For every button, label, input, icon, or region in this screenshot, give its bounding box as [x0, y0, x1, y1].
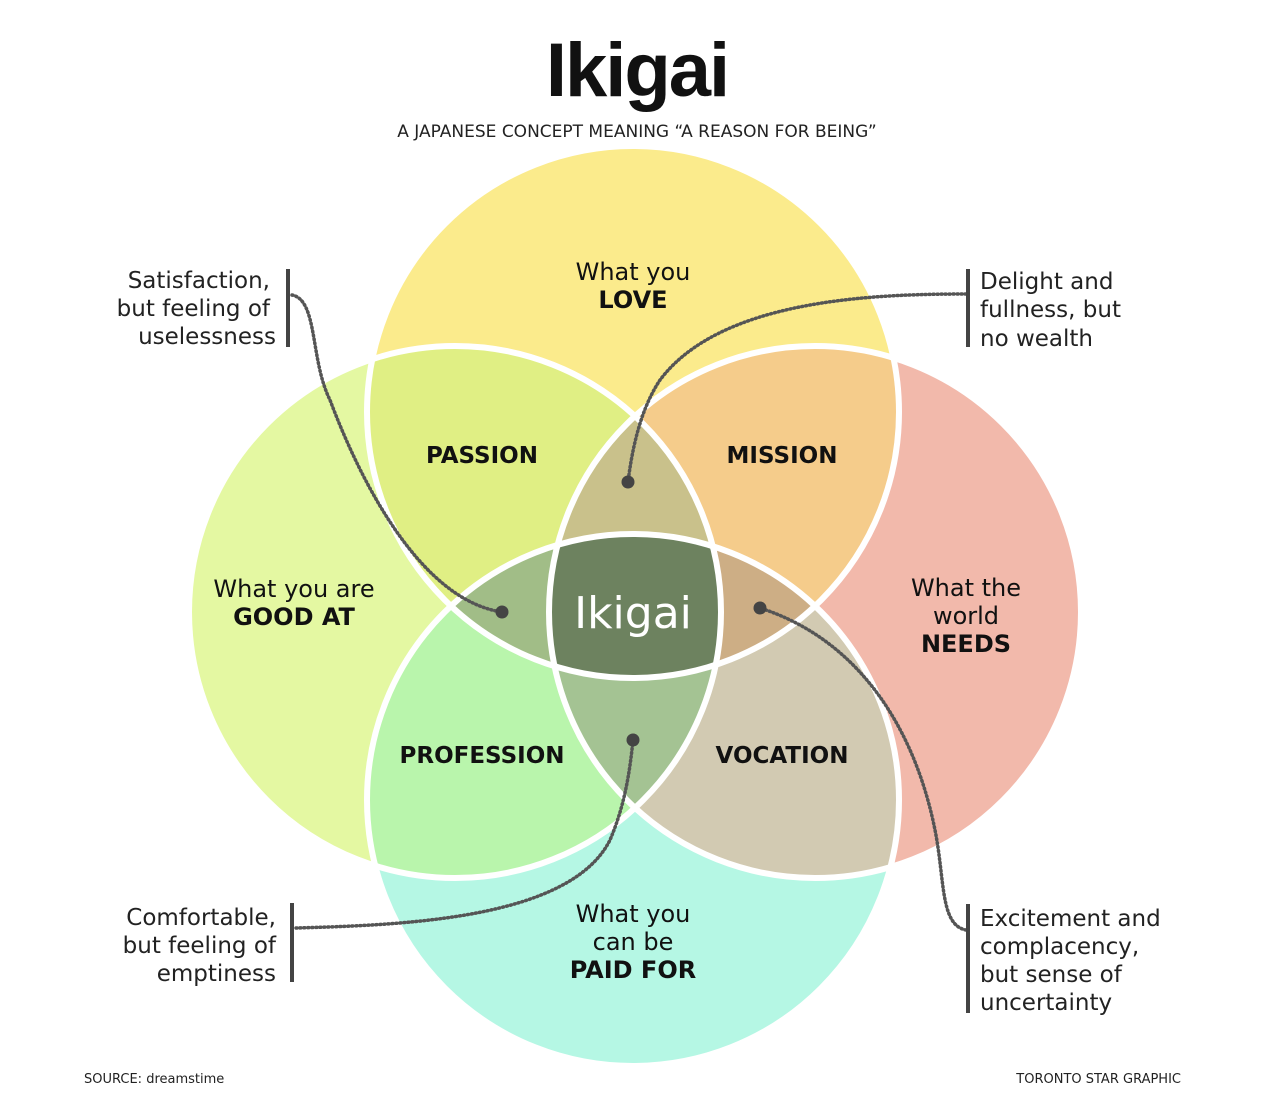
- callout-top-right-line2: fullness, but: [980, 297, 1121, 323]
- leader-lines: [290, 292, 968, 932]
- callout-bottom-right: Excitement and complacency, but sense of…: [966, 904, 1161, 1016]
- callout-bottom-right-line3: but sense of: [980, 962, 1123, 988]
- callout-bottom-right-line2: complacency,: [980, 934, 1139, 960]
- callout-bottom-left-line2: but feeling of: [123, 933, 277, 959]
- needs-label-bold: NEEDS: [921, 630, 1011, 658]
- leader-bottom-right: [758, 606, 968, 932]
- callout-bottom-left-line3: emptiness: [157, 961, 276, 987]
- outline-layer: [186, 143, 1084, 1069]
- page-subtitle: A JAPANESE CONCEPT MEANING “A REASON FOR…: [397, 122, 877, 142]
- callout-top-left: Satisfaction, but feeling of uselessness: [117, 268, 290, 350]
- good-at-label-line1: What you are: [213, 575, 374, 603]
- callout-top-left-line1: Satisfaction,: [128, 268, 270, 294]
- leader-dot-top-left: [495, 605, 509, 619]
- callout-top-right-line3: no wealth: [980, 326, 1093, 352]
- passion-label: PASSION: [426, 443, 538, 469]
- callout-bottom-right-line1: Excitement and: [980, 906, 1161, 932]
- paid-for-label-bold: PAID FOR: [570, 956, 696, 984]
- needs-label-line1: What the: [911, 574, 1021, 602]
- callout-top-left-line2: but feeling of: [117, 296, 271, 322]
- profession-label: PROFESSION: [400, 743, 565, 769]
- callout-top-right: Delight and fullness, but no wealth: [966, 269, 1121, 352]
- leader-top-right: [626, 292, 968, 484]
- leader-top-left: [290, 293, 504, 614]
- callout-bottom-right-line4: uncertainty: [980, 990, 1112, 1016]
- leader-dot-bottom-right: [753, 601, 767, 615]
- page-title: Ikigai: [546, 28, 728, 113]
- center-label: Ikigai: [574, 588, 692, 639]
- love-label-bold: LOVE: [598, 286, 667, 314]
- leader-dot-bottom-left: [626, 733, 640, 747]
- leader-bottom-left: [294, 738, 635, 930]
- needs-label-line2: world: [933, 602, 999, 630]
- love-label-line1: What you: [576, 258, 691, 286]
- callout-bottom-left-line1: Comfortable,: [126, 905, 276, 931]
- paid-for-label-line1: What you: [576, 900, 691, 928]
- callout-top-right-line1: Delight and: [980, 269, 1113, 295]
- footer-source: SOURCE: dreamstime: [84, 1072, 224, 1087]
- vocation-label: VOCATION: [716, 743, 849, 769]
- paid-for-label-line2: can be: [593, 928, 674, 956]
- footer-credit: TORONTO STAR GRAPHIC: [1015, 1072, 1181, 1087]
- mission-label: MISSION: [727, 443, 838, 469]
- callout-bottom-left: Comfortable, but feeling of emptiness: [123, 903, 294, 987]
- good-at-label-bold: GOOD AT: [233, 603, 355, 631]
- leader-dot-top-right: [621, 475, 635, 489]
- callout-top-left-line3: uselessness: [138, 324, 276, 350]
